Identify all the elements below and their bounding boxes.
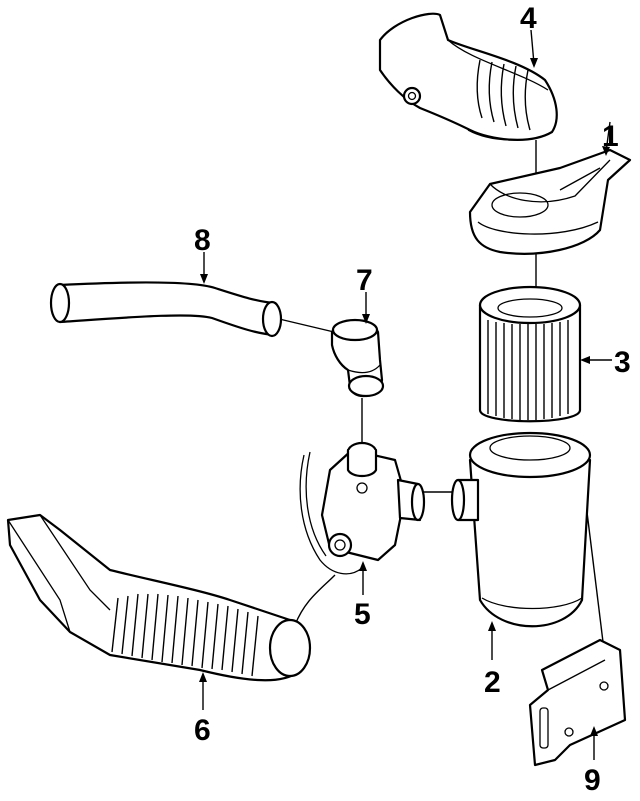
callout-6: 6 (194, 714, 211, 747)
part-3-filter (478, 285, 582, 423)
callout-leaders (199, 29, 612, 760)
part-9-bracket (528, 638, 627, 767)
part-2-housing (450, 431, 592, 628)
filter-pleats (487, 320, 569, 420)
part-1-adapter (468, 148, 632, 255)
callout-numbers: 1 2 3 4 5 6 7 8 9 (194, 2, 631, 797)
callout-7: 7 (356, 264, 373, 297)
callout-2: 2 (484, 666, 501, 699)
part-5-valve-body (299, 441, 426, 575)
callout-4: 4 (520, 2, 537, 35)
callout-9: 9 (584, 764, 601, 797)
callout-1: 1 (602, 120, 619, 153)
callout-3: 3 (614, 346, 631, 379)
callout-5: 5 (354, 598, 371, 631)
part-6-inlet-duct (6, 513, 312, 682)
part-4-intake-duct (378, 12, 558, 141)
duct-bellows (111, 593, 259, 677)
callout-8: 8 (194, 224, 211, 257)
part-8-hose (49, 281, 283, 338)
part-7-elbow (330, 318, 385, 398)
